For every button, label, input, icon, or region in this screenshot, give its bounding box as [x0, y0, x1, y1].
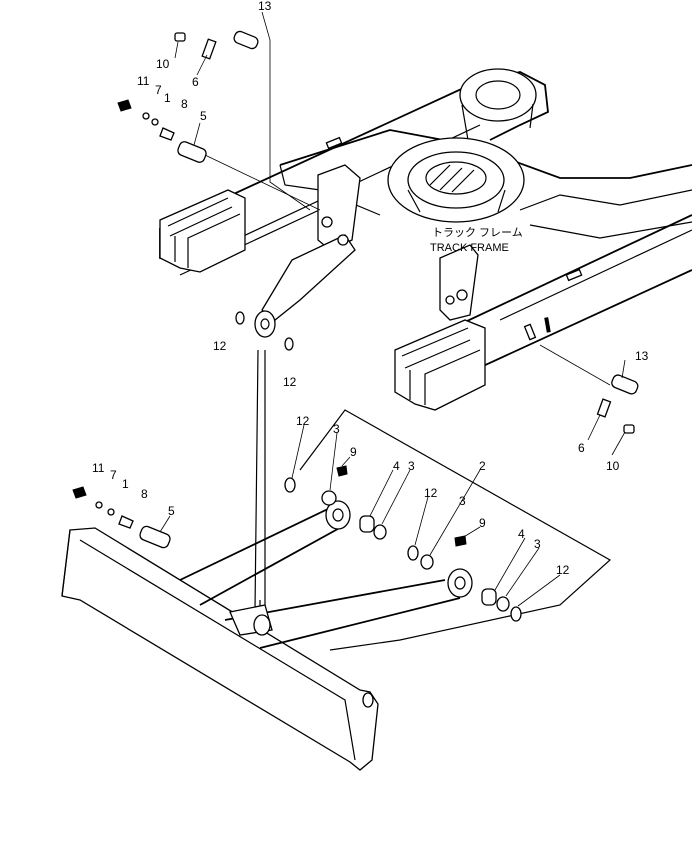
- callout-6-top: 6: [192, 75, 199, 89]
- callout-1-top: 1: [164, 91, 171, 105]
- callout-3-right-b: 3: [534, 537, 541, 551]
- callout-2: 2: [479, 459, 486, 473]
- callout-5-top: 5: [200, 109, 207, 123]
- callout-10-top: 10: [156, 57, 170, 71]
- frame-label-english: TRACK FRAME: [430, 242, 509, 254]
- callout-12-left: 12: [213, 339, 227, 353]
- callout-13-top: 13: [258, 0, 272, 13]
- callout-12-center-b: 12: [424, 486, 438, 500]
- callout-3-center-b: 3: [408, 459, 415, 473]
- callout-numbers: 13 10 6 11 7 1 8 5 12 12 13 6 10 12 3 9 …: [92, 0, 649, 577]
- leader-lines: [159, 11, 626, 607]
- callout-12-center: 12: [296, 414, 310, 428]
- small-parts: [72, 30, 639, 622]
- callout-8-bottom: 8: [141, 487, 148, 501]
- callout-12-mid: 12: [283, 375, 297, 389]
- callout-5-bottom: 5: [168, 504, 175, 518]
- frame-label-japanese: トラック フレーム: [432, 226, 523, 239]
- track-frame-label: トラック フレーム TRACK FRAME: [430, 226, 523, 254]
- callout-9-center: 9: [350, 445, 357, 459]
- callout-13-right: 13: [635, 349, 649, 363]
- callout-4-center: 4: [393, 459, 400, 473]
- callout-10-right: 10: [606, 459, 620, 473]
- callout-8-top: 8: [181, 97, 188, 111]
- callout-11-top: 11: [137, 74, 150, 88]
- callout-9-right: 9: [479, 516, 486, 530]
- callout-1-bottom: 1: [122, 477, 129, 491]
- callout-3-right: 3: [459, 494, 466, 508]
- callout-3-center: 3: [333, 422, 340, 436]
- callout-7-bottom: 7: [110, 468, 117, 482]
- callout-4-right: 4: [518, 527, 525, 541]
- dozer-blade: [61, 349, 612, 771]
- callout-6-right: 6: [578, 441, 585, 455]
- callout-11-bottom: 11: [92, 461, 105, 475]
- callout-12-right: 12: [556, 563, 570, 577]
- callout-7-top: 7: [155, 83, 162, 97]
- track-frame: [159, 68, 692, 411]
